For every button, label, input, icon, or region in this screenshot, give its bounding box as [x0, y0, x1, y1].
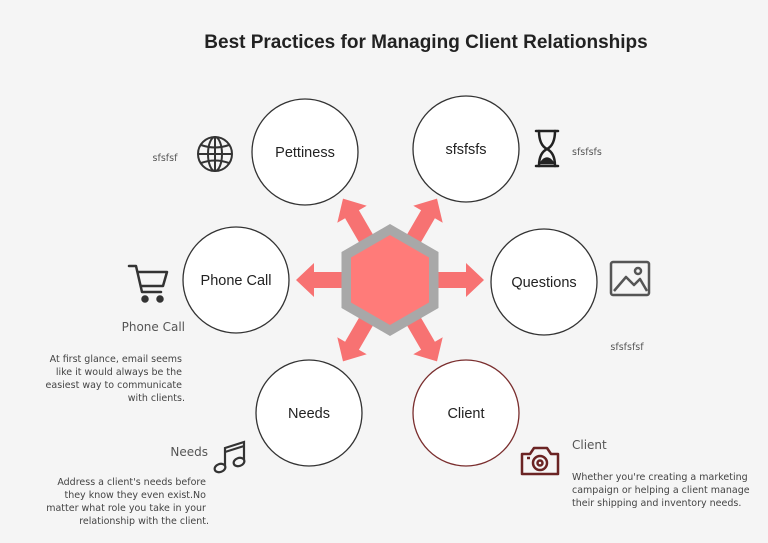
heading-needs: Needs	[170, 445, 208, 459]
hub-core	[351, 235, 429, 325]
camera-icon	[520, 446, 560, 476]
description-needs: Address a client's needs before they kno…	[46, 477, 209, 527]
node-client[interactable]: Client	[412, 359, 520, 467]
arrow-phone-call	[296, 263, 342, 297]
description-phone-call: At first glance, email seems like it wou…	[46, 354, 185, 404]
node-label-client: Client	[447, 406, 484, 422]
description-client: Whether you're creating a marketing camp…	[572, 472, 753, 509]
arrow-questions	[438, 263, 484, 297]
shopping-cart-icon	[127, 264, 169, 303]
node-label-phone-call: Phone Call	[201, 273, 272, 289]
music-note-icon	[213, 440, 246, 474]
node-pettiness[interactable]: Pettiness	[251, 98, 359, 206]
arrow-client	[407, 317, 443, 362]
arrow-sfsfsfs	[407, 198, 443, 243]
heading-client: Client	[572, 438, 607, 452]
node-questions[interactable]: Questions	[490, 228, 598, 336]
node-sfsfsfs[interactable]: sfsfsfs	[412, 95, 520, 203]
node-label-sfsfsfs: sfsfsfs	[445, 142, 486, 158]
heading-phone-call: Phone Call	[122, 320, 185, 334]
node-phone-call[interactable]: Phone Call	[182, 226, 290, 334]
hourglass-icon	[534, 129, 560, 168]
node-needs[interactable]: Needs	[255, 359, 363, 467]
arrow-needs	[337, 317, 373, 362]
caption-questions: sfsfsfsf	[610, 342, 644, 353]
node-label-pettiness: Pettiness	[275, 145, 335, 161]
page-title: Best Practices for Managing Client Relat…	[204, 32, 647, 53]
node-label-needs: Needs	[288, 406, 330, 422]
central-hub	[341, 224, 439, 336]
globe-icon	[197, 136, 233, 172]
hub-arrows	[296, 198, 484, 362]
node-label-questions: Questions	[511, 275, 576, 291]
caption-pettiness: sfsfsf	[153, 153, 179, 164]
arrow-pettiness	[337, 198, 373, 243]
caption-sfsfsfs: sfsfsfs	[572, 147, 602, 158]
image-icon	[609, 260, 651, 297]
